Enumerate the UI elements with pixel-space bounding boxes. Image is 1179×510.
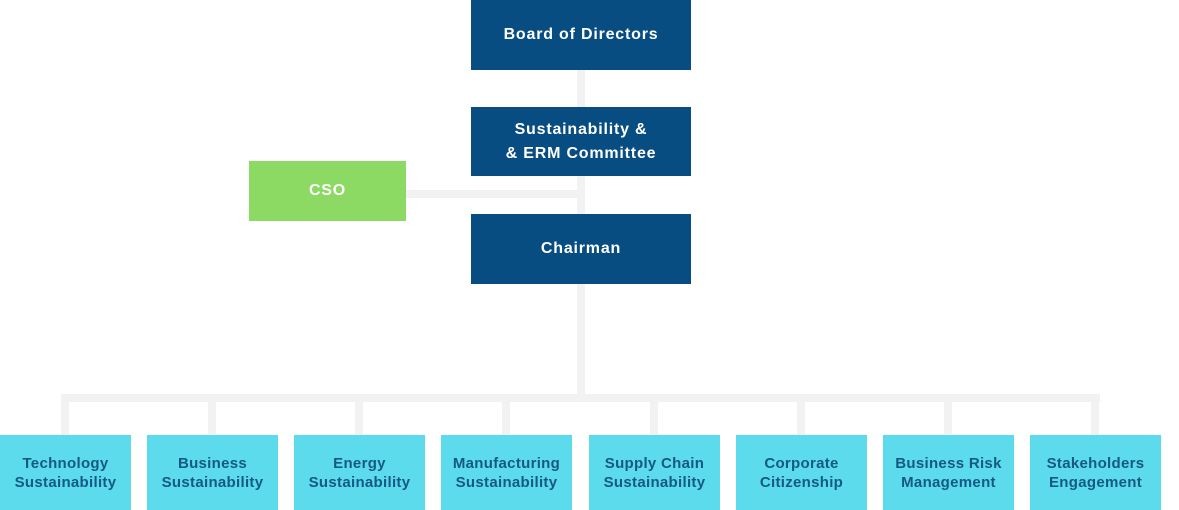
connector-committee-to-chairman xyxy=(577,176,585,216)
connector-drop-corporate xyxy=(797,394,805,436)
connector-drop-energy xyxy=(355,394,363,436)
connector-drop-technology xyxy=(61,394,69,436)
connector-cso-branch xyxy=(406,190,581,198)
node-technology-sustainability: Technology Sustainability xyxy=(0,435,131,510)
connector-drop-supply-chain xyxy=(650,394,658,436)
node-business-sustainability: Business Sustainability xyxy=(147,435,278,510)
node-stakeholders-engagement: Stakeholders Engagement xyxy=(1030,435,1161,510)
node-manufacturing-sustainability: Manufacturing Sustainability xyxy=(441,435,572,510)
connector-departments-bar xyxy=(61,394,1100,402)
connector-drop-business xyxy=(208,394,216,436)
node-chairman: Chairman xyxy=(471,214,691,284)
node-corporate-citizenship: Corporate Citizenship xyxy=(736,435,867,510)
node-board-of-directors: Board of Directors xyxy=(471,0,691,70)
connector-drop-manufacturing xyxy=(502,394,510,436)
node-cso: CSO xyxy=(249,161,406,221)
node-supply-chain-sustainability: Supply Chain Sustainability xyxy=(589,435,720,510)
connector-chairman-trunk xyxy=(577,284,585,396)
node-energy-sustainability: Energy Sustainability xyxy=(294,435,425,510)
connector-drop-stakeholders xyxy=(1091,394,1099,436)
connector-drop-business-risk xyxy=(944,394,952,436)
node-sustainability-erm-committee: Sustainability & & ERM Committee xyxy=(471,107,691,176)
connector-board-to-committee xyxy=(577,68,585,109)
node-business-risk-management: Business Risk Management xyxy=(883,435,1014,510)
